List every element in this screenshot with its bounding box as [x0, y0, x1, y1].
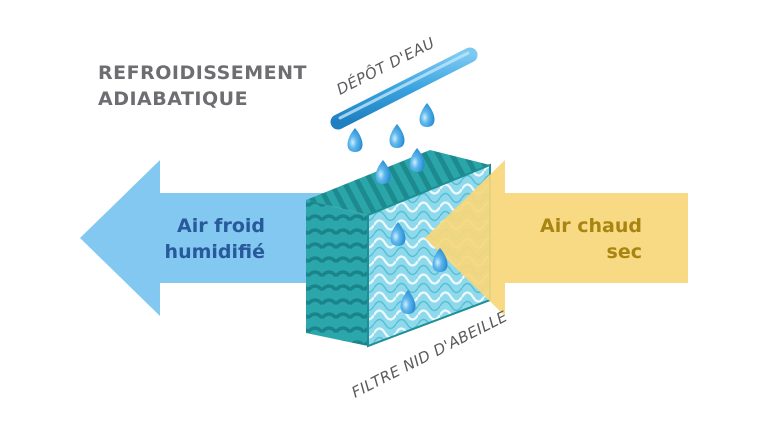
water-drop-icon	[389, 124, 405, 148]
water-drops	[347, 103, 448, 314]
water-drop-icon	[390, 222, 406, 246]
hot-air-arrow	[425, 160, 688, 316]
water-drop-icon	[347, 128, 363, 152]
water-supply-pipe	[330, 47, 478, 130]
water-supply-label: DÉPÔT D'EAU	[333, 33, 438, 99]
diagram-title: REFROIDISSEMENT ADIABATIQUE	[98, 60, 307, 112]
hot-air-label-line-2: sec	[607, 241, 642, 263]
filter-top-face	[306, 150, 490, 215]
water-drop-icon	[400, 290, 416, 314]
cold-air-label-line-2: humidifié	[165, 241, 265, 263]
water-drop-icon	[432, 248, 448, 272]
cold-air-label-line-1: Air froid	[177, 215, 265, 237]
filter-side-face	[306, 200, 368, 346]
cold-air-arrow	[80, 160, 330, 316]
water-drop-icon	[409, 148, 425, 172]
water-drop-icon	[375, 160, 391, 184]
title-line-2: ADIABATIQUE	[98, 88, 249, 110]
hot-air-label-line-1: Air chaud	[540, 215, 642, 237]
water-drop-icon	[419, 103, 435, 127]
title-line-1: REFROIDISSEMENT	[98, 62, 308, 84]
